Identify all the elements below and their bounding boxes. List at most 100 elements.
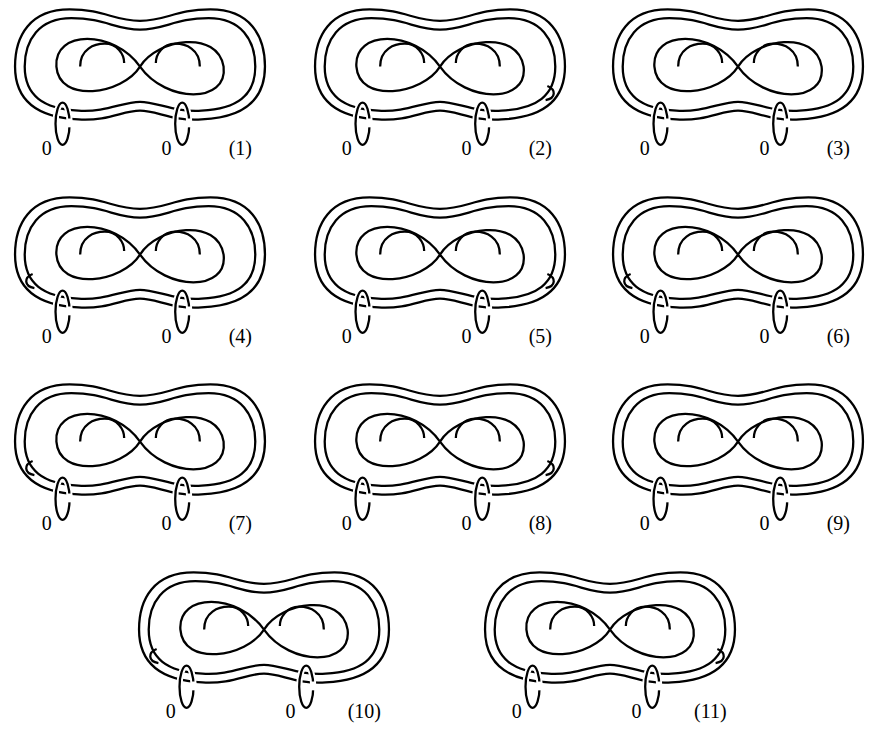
- gap-mask: [175, 291, 189, 333]
- knot-strand: [495, 581, 726, 674]
- knot-panel: [139, 572, 389, 708]
- knot-strand: [654, 414, 822, 469]
- gap-mask: [187, 494, 192, 503]
- gap-mask: [187, 307, 192, 316]
- gap-mask: [67, 307, 72, 316]
- gap-mask: [665, 307, 670, 316]
- gap-mask: [175, 478, 189, 520]
- knot-strand: [678, 44, 722, 67]
- knot-strand: [754, 232, 798, 255]
- knot-strand: [188, 676, 196, 697]
- knot-strand: [380, 419, 424, 442]
- callout-number: (2): [529, 138, 552, 158]
- framing-number: 0: [342, 326, 352, 346]
- framing-number: 0: [759, 326, 769, 346]
- knot-strand: [315, 197, 565, 307]
- framed-unknot: [654, 478, 668, 520]
- knot-strand: [80, 419, 124, 442]
- gap-mask: [187, 119, 192, 128]
- knot-strand: [613, 9, 863, 119]
- knot-strand: [25, 393, 256, 486]
- gap-mask: [475, 291, 489, 333]
- gap-mask: [475, 103, 489, 145]
- knot-strand: [184, 113, 192, 134]
- knot-strand: [64, 113, 72, 134]
- framed-unknot: [56, 103, 70, 145]
- gap-mask: [654, 291, 668, 333]
- gap-mask: [526, 666, 540, 708]
- knot-strand: [456, 232, 500, 255]
- knot-strand: [526, 602, 694, 657]
- framed-unknot: [356, 478, 370, 520]
- framed-unknot: [356, 103, 370, 145]
- framing-number: 0: [342, 513, 352, 533]
- gap-mask: [537, 682, 542, 691]
- knot-strand: [485, 572, 735, 682]
- framing-number: 0: [512, 701, 522, 721]
- framing-number: 0: [42, 138, 52, 158]
- gap-mask: [67, 119, 72, 128]
- knot-panel: [613, 384, 863, 520]
- knot-strand: [56, 39, 224, 94]
- gap-mask: [773, 478, 787, 520]
- knot-strand: [356, 39, 524, 94]
- knot-strand: [484, 488, 492, 509]
- gap-mask: [487, 307, 492, 316]
- framed-unknot: [475, 103, 489, 145]
- knot-strand: [26, 461, 34, 475]
- knot-strand: [156, 419, 200, 442]
- gap-mask: [191, 682, 196, 691]
- knot-strand: [546, 274, 554, 288]
- gap-mask: [487, 494, 492, 503]
- framing-number: 0: [161, 326, 171, 346]
- gap-mask: [654, 103, 668, 145]
- knot-strand: [550, 607, 594, 630]
- gap-mask: [356, 103, 370, 145]
- framed-unknot: [56, 291, 70, 333]
- callout-number: (1): [229, 138, 252, 158]
- framing-number: 0: [640, 513, 650, 533]
- framed-unknot: [475, 478, 489, 520]
- framing-number: 0: [42, 513, 52, 533]
- knot-strand: [662, 488, 670, 509]
- knot-strand: [484, 113, 492, 134]
- knot-strand: [782, 113, 790, 134]
- framed-unknot: [175, 103, 189, 145]
- framed-unknot: [356, 291, 370, 333]
- knot-panel: [315, 9, 565, 145]
- knot-strand: [308, 676, 316, 697]
- knot-strand: [150, 649, 158, 663]
- knot-strand: [184, 301, 192, 322]
- gap-mask: [773, 103, 787, 145]
- knot-strand: [325, 18, 556, 111]
- knot-strand: [156, 232, 200, 255]
- framing-number: 0: [640, 138, 650, 158]
- framing-number: 0: [161, 513, 171, 533]
- knot-strand: [26, 274, 34, 288]
- knot-strand: [654, 39, 822, 94]
- knot-strand: [546, 461, 554, 475]
- knot-strand: [546, 86, 554, 100]
- knot-strand: [623, 206, 854, 299]
- knot-strand: [149, 581, 380, 674]
- knot-strand: [56, 414, 224, 469]
- knot-strand: [25, 206, 256, 299]
- knot-strand: [716, 649, 724, 663]
- framed-unknot: [526, 666, 540, 708]
- knot-strand: [325, 393, 556, 486]
- framing-number: 0: [42, 326, 52, 346]
- gap-mask: [56, 291, 70, 333]
- knot-strand: [364, 113, 372, 134]
- framed-unknot: [654, 103, 668, 145]
- callout-number: (4): [229, 326, 252, 346]
- knot-strand: [456, 419, 500, 442]
- knot-strand: [613, 384, 863, 494]
- knot-strand: [623, 393, 854, 486]
- knot-panel: [613, 9, 863, 145]
- knot-panel: [613, 197, 863, 333]
- gap-mask: [367, 307, 372, 316]
- knot-strand: [456, 44, 500, 67]
- gap-mask: [487, 119, 492, 128]
- knot-strand: [280, 607, 324, 630]
- callout-number: (11): [694, 701, 727, 721]
